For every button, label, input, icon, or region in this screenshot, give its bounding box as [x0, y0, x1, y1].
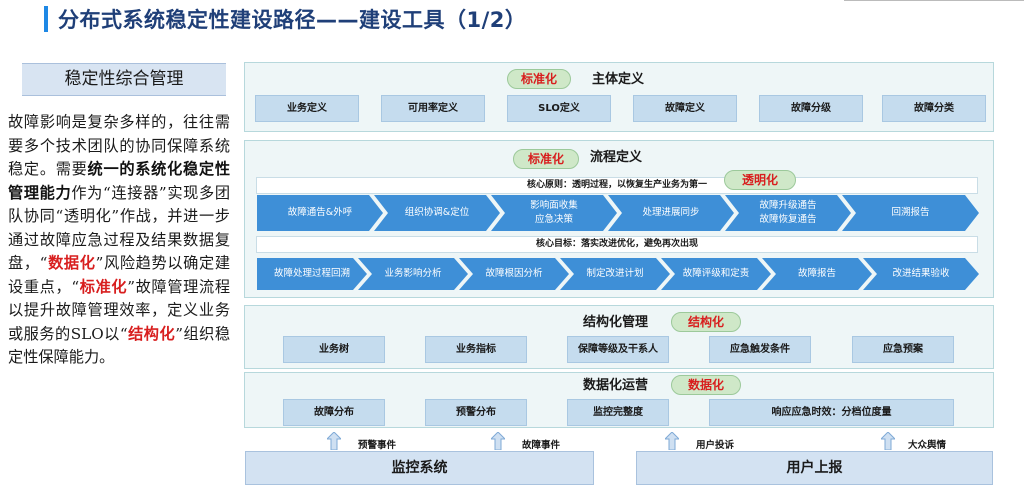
tag-process: 标准化	[513, 149, 579, 169]
process-step: 故障处理过程回溯	[257, 258, 367, 290]
panel-title-process: 流程定义	[590, 150, 643, 165]
arrow-up-icon	[665, 432, 679, 450]
tag-subject: 标准化	[507, 69, 571, 89]
corner-divider	[844, 0, 1024, 1]
desc-part-5: ”组织稳定性保障能力。	[8, 324, 231, 367]
source-user-report: 用户上报	[636, 451, 993, 485]
process-step: 故障评级和定责	[661, 258, 771, 290]
process-step: 影响面收集应急决策	[491, 195, 617, 231]
process-step: 故障升级通告故障恢复通告	[725, 195, 851, 231]
core-goal: 核心目标：落实改进优化，避免再次出现	[256, 236, 978, 253]
process-step: 改进结果验收	[863, 258, 979, 290]
process-step: 制定改进计划	[560, 258, 670, 290]
panel-title-data-ops: 数据化运营	[583, 378, 649, 393]
data-ops-item: 预警分布	[425, 399, 527, 426]
process-step: 业务影响分析	[358, 258, 468, 290]
process-step: 回溯报告	[842, 195, 979, 231]
input-label: 大众舆情	[908, 440, 947, 451]
panel-title-subject: 主体定义	[592, 72, 645, 87]
process-step: 故障通告&外呼	[257, 195, 383, 231]
panel-title-structured: 结构化管理	[583, 315, 649, 330]
input-label: 故障事件	[522, 440, 561, 451]
desc-part-4: ”故障管理流程以提升故障管理效率，定义业务或服务的SLO以“	[8, 277, 231, 343]
data-ops-item: 故障分布	[283, 399, 385, 426]
data-ops-item: 监控完整度	[567, 399, 669, 426]
structured-item: 应急预案	[852, 336, 954, 363]
process-step: 组织协调&定位	[374, 195, 500, 231]
process-step: 故障报告	[762, 258, 872, 290]
panel-data-operations: 数据化运营 数据化 故障分布 预警分布 监控完整度 响应应急时效：分档位度量	[244, 372, 994, 428]
subject-item: 可用率定义	[381, 95, 485, 122]
input-label: 预警事件	[358, 440, 397, 451]
process-flow-row-1: 故障通告&外呼 组织协调&定位 影响面收集应急决策 处理进展同步 故障升级通告故…	[257, 195, 979, 231]
core-principle: 核心原则：透明过程，以恢复生产业务为第一	[256, 177, 978, 194]
arrow-up-icon	[881, 432, 895, 450]
subject-item: 业务定义	[255, 95, 359, 122]
structured-item: 业务指标	[425, 336, 527, 363]
desc-part-2: 作为“连接器”实现多团队协同“透明化”作战，并进一步通过故障应急过程及结果数据复…	[8, 183, 231, 273]
structured-item: 应急触发条件	[709, 336, 811, 363]
desc-part-1: 故障影响是复杂多样的，往往需要多个技术团队的协同保障系统稳定。需要	[8, 113, 230, 178]
subject-item: 故障定义	[633, 95, 737, 122]
tag-data: 数据化	[671, 375, 741, 395]
structured-item: 保障等级及干系人	[567, 336, 669, 363]
page-title: 分布式系统稳定性建设路径——建设工具（1/2）	[58, 8, 527, 32]
arrow-up-icon	[491, 432, 505, 450]
process-step: 处理进展同步	[608, 195, 734, 231]
title-accent-bar	[44, 6, 48, 32]
subject-item: 故障分类	[882, 95, 986, 122]
input-label: 用户投诉	[696, 440, 735, 451]
desc-red-2: 标准化	[79, 277, 128, 296]
desc-bold-1: 统一的系统化稳定性管理能力	[8, 160, 231, 202]
tag-transparent: 透明化	[724, 170, 796, 190]
desc-part-3: ”风险趋势以确定建设重点，“	[8, 254, 231, 296]
arrow-up-icon	[327, 432, 341, 450]
panel-subject-definition: 标准化 主体定义 业务定义 可用率定义 SLO定义 故障定义 故障分级 故障分类	[244, 62, 994, 132]
subject-item: SLO定义	[507, 95, 611, 122]
desc-red-1: 数据化	[47, 254, 96, 272]
source-monitoring-system: 监控系统	[245, 451, 594, 485]
process-step: 故障根因分析	[459, 258, 569, 290]
left-description: 故障影响是复杂多样的，往往需要多个技术团队的协同保障系统稳定。需要统一的系统化稳…	[8, 111, 230, 370]
panel-structured-management: 结构化管理 结构化 业务树 业务指标 保障等级及干系人 应急触发条件 应急预案	[244, 305, 994, 369]
tag-structured: 结构化	[671, 312, 741, 332]
data-ops-item: 响应应急时效：分档位度量	[709, 399, 954, 426]
desc-red-3: 结构化	[127, 324, 176, 343]
structured-item: 业务树	[283, 336, 385, 363]
subject-item: 故障分级	[759, 95, 863, 122]
process-flow-row-2: 故障处理过程回溯 业务影响分析 故障根因分析 制定改进计划 故障评级和定责 故障…	[257, 258, 979, 290]
left-heading: 稳定性综合管理	[22, 63, 226, 96]
